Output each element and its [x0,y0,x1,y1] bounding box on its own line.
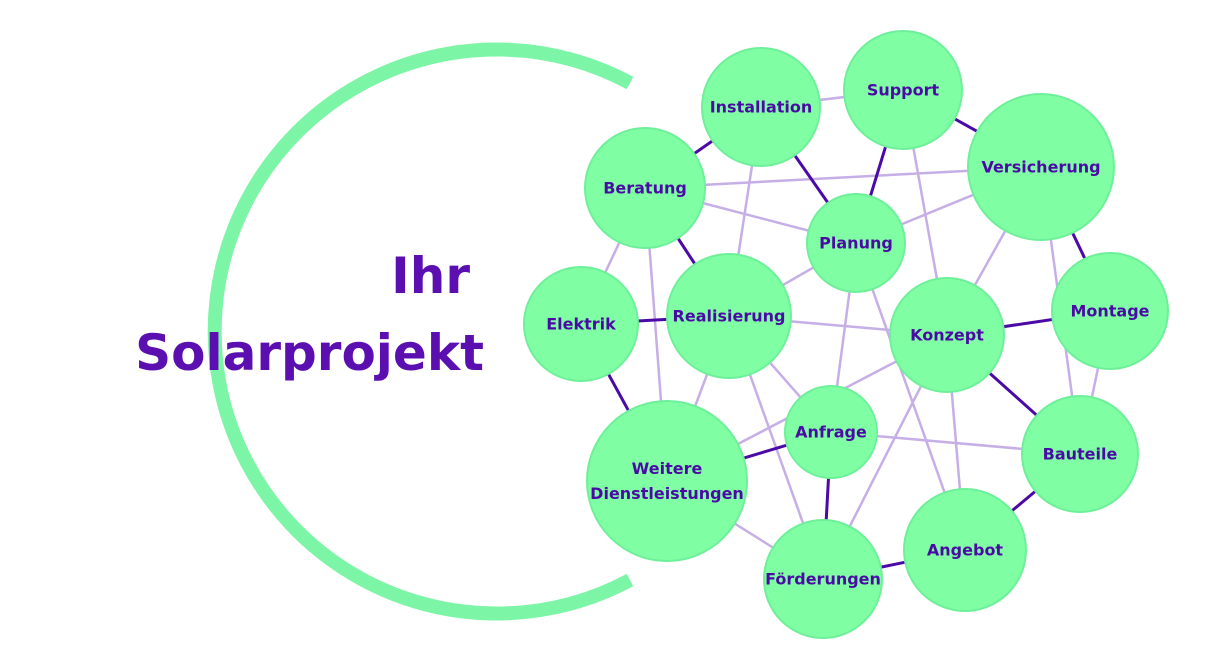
node-label-support: Support [867,81,940,100]
node-label-versicherung: Versicherung [981,158,1100,177]
node-elektrik: Elektrik [523,266,639,382]
nodes: Installation SupportVersicherungBeratungP… [523,30,1169,639]
node-installation: Installation [701,47,821,167]
node-circle-weitere [586,400,748,562]
node-circle-foerderungen [763,519,883,639]
node-anfrage: Anfrage [784,385,878,479]
node-circle-versicherung [967,93,1115,241]
node-circle-installation [701,47,821,167]
node-circle-support [843,30,963,150]
node-planung: Planung [806,193,906,293]
node-label-konzept: Konzept [910,326,984,345]
node-realisierung: Realisierung [666,253,792,379]
node-circle-montage [1051,252,1169,370]
node-foerderungen: Förderungen [763,519,883,639]
node-support: Support [843,30,963,150]
node-beratung: Beratung [584,127,706,249]
node-circle-elektrik [523,266,639,382]
node-label-beratung: Beratung [603,179,687,198]
node-circle-konzept [889,277,1005,393]
node-circle-bauteile [1021,395,1139,513]
node-circle-angebot [903,488,1027,612]
node-label-planung: Planung [819,234,893,253]
node-label-weitere-2: Dienstleistungen [590,484,744,503]
node-montage: Montage [1051,252,1169,370]
node-circle-anfrage [784,385,878,479]
node-label-weitere-1: Weitere [632,459,703,478]
node-konzept: Konzept [889,277,1005,393]
node-label-anfrage: Anfrage [795,423,867,442]
node-label-angebot: Angebot [927,541,1004,560]
node-circle-realisierung [666,253,792,379]
node-angebot: Angebot [903,488,1027,612]
node-label-bauteile: Bauteile [1043,445,1118,464]
node-versicherung: Versicherung [967,93,1115,241]
node-label-realisierung: Realisierung [673,307,786,326]
node-label-foerderungen: Förderungen [765,570,881,589]
node-circle-planung [806,193,906,293]
outer-arc [207,42,634,621]
title-line-2: Solarprojekt [135,324,484,382]
node-label-montage: Montage [1070,302,1149,321]
title-line-1: Ihr [391,247,470,305]
node-circle-beratung [584,127,706,249]
node-bauteile: Bauteile [1021,395,1139,513]
node-label-installation: Installation [710,98,813,117]
node-label-elektrik: Elektrik [546,315,616,334]
